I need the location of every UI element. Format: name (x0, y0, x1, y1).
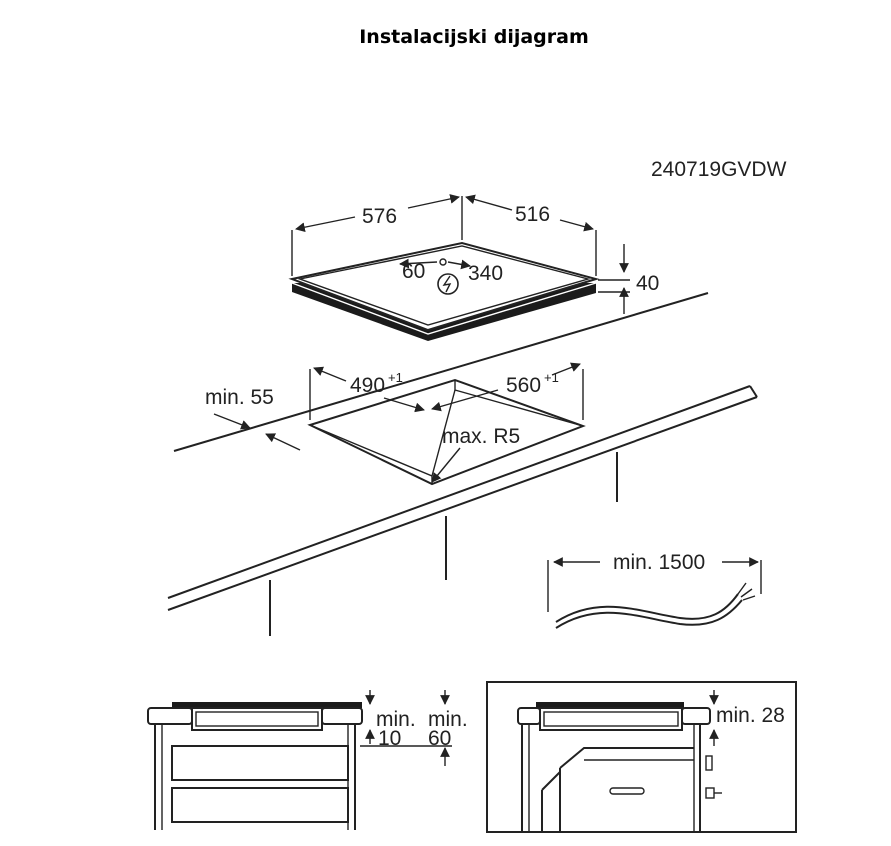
dim-min-oven-gap: min. 28 (716, 704, 785, 727)
power-connection-icon (437, 273, 459, 295)
dim-hob-height: 40 (636, 272, 659, 295)
dim-cutout-width: 490 (350, 374, 385, 397)
dim-cutout-depth-tol: +1 (544, 370, 559, 385)
section-oven (517, 702, 722, 832)
dim-min-edge: min. 55 (205, 386, 274, 409)
dim-gap-1: 10 (378, 727, 401, 750)
dim-min-label-2: min. (428, 708, 468, 731)
dim-max-radius: max. R5 (442, 425, 520, 448)
dim-connection-right: 340 (468, 262, 503, 285)
dim-cutout-depth: 560 (506, 374, 541, 397)
model-code: 240719GVDW (651, 158, 787, 181)
section-drawer (147, 702, 363, 830)
page-title: Instalacijski dijagram (359, 26, 589, 48)
oven-section-frame (486, 681, 797, 833)
dim-gap-2: 60 (428, 727, 451, 750)
dim-min-label-1: min. (376, 708, 416, 731)
cable-drawing (547, 557, 762, 629)
dim-hob-width: 576 (362, 205, 397, 228)
worktop-drawing (167, 292, 758, 636)
dim-cable-length: min. 1500 (613, 551, 705, 574)
dim-connection-left: 60 (402, 260, 425, 283)
dim-hob-depth: 516 (515, 203, 550, 226)
dim-cutout-width-tol: +1 (388, 370, 403, 385)
